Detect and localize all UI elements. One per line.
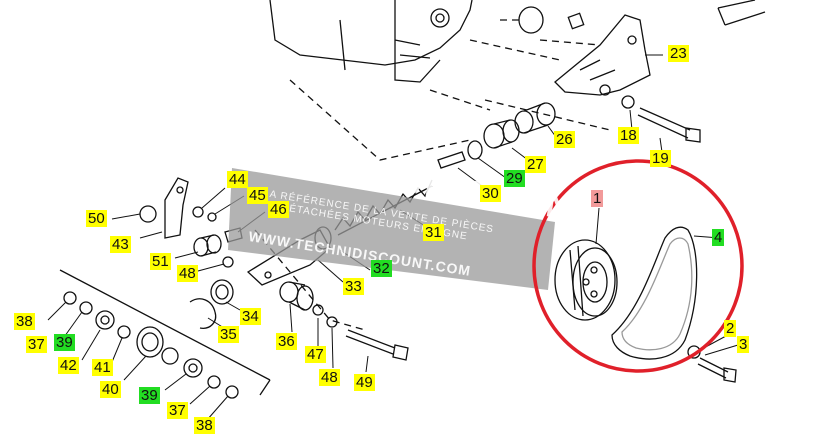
circlip-35: [189, 298, 217, 329]
bolt-19: [637, 107, 701, 143]
nut-18: [621, 95, 635, 109]
callout-35: 35: [218, 326, 239, 343]
callout-48-lower: 48: [319, 369, 340, 386]
sleeve-26: [514, 102, 556, 134]
callout-33: 33: [343, 278, 364, 295]
callout-42: 42: [58, 357, 79, 374]
belt-4: [611, 226, 698, 360]
leader-lines: [47, 54, 739, 421]
callout-27: 27: [525, 156, 546, 173]
bearing-39b: [183, 358, 203, 378]
callout-18: 18: [618, 127, 639, 144]
callout-51: 51: [150, 253, 171, 270]
highlight-circle: [532, 159, 744, 373]
lever-43: [164, 177, 189, 239]
ring-40: [161, 347, 179, 365]
washer-42: [117, 325, 131, 339]
callout-48-upper: 48: [177, 265, 198, 282]
washer-38a: [63, 291, 77, 305]
callout-29: 29: [504, 170, 525, 187]
callout-38-upper: 38: [14, 313, 35, 330]
callout-36: 36: [276, 333, 297, 350]
o-ring-top: [518, 6, 544, 34]
pulley-41: [136, 326, 164, 358]
callout-19: 19: [650, 150, 671, 167]
callout-26: 26: [554, 131, 575, 148]
callout-44: 44: [227, 171, 248, 188]
ring-29: [467, 140, 483, 160]
bearing-39a: [95, 310, 115, 330]
bushing-27: [483, 119, 520, 149]
washer-37b: [207, 375, 221, 389]
callout-39-upper: 39: [54, 334, 75, 351]
pulley-1: [554, 239, 618, 321]
stack-frame: [59, 269, 271, 396]
callout-37-lower: 37: [167, 402, 188, 419]
small-cap: [567, 12, 585, 30]
pin-30: [437, 151, 466, 169]
guide-lines: [254, 19, 611, 331]
watermark-band: [228, 168, 555, 290]
callout-46: 46: [268, 201, 289, 218]
callout-23: 23: [668, 45, 689, 62]
callout-47: 47: [305, 346, 326, 363]
callout-37-upper: 37: [26, 336, 47, 353]
callout-1: 1: [591, 190, 604, 207]
callout-40: 40: [100, 381, 121, 398]
callout-30: 30: [480, 185, 501, 202]
callout-2: 2: [724, 320, 737, 337]
washer-47: [312, 304, 324, 316]
callout-31: 31: [423, 224, 444, 241]
callout-45: 45: [247, 187, 268, 204]
callout-34: 34: [240, 308, 261, 325]
callout-41: 41: [92, 359, 113, 376]
nut-50: [139, 205, 157, 223]
collar-34: [210, 279, 234, 305]
bolt-49: [345, 329, 409, 361]
washer-38b: [225, 385, 239, 399]
washer-48a: [222, 256, 234, 268]
callout-32: 32: [371, 260, 392, 277]
sleeve-36: [279, 281, 314, 311]
washer-44: [192, 206, 204, 218]
bracket-23: [554, 14, 651, 96]
bushing-51: [193, 234, 222, 257]
callout-3: 3: [737, 336, 750, 353]
washer-45: [207, 212, 217, 222]
engine-block: [269, 0, 473, 83]
callout-49: 49: [354, 374, 375, 391]
callout-38-lower: 38: [194, 417, 215, 434]
washer-48b: [326, 316, 338, 328]
callout-39-lower: 39: [139, 387, 160, 404]
callout-43: 43: [110, 236, 131, 253]
washer-37a: [79, 301, 93, 315]
callout-50: 50: [86, 210, 107, 227]
bolt-3: [687, 345, 737, 383]
pin-top-right: [717, 0, 766, 26]
callout-4: 4: [712, 229, 725, 246]
